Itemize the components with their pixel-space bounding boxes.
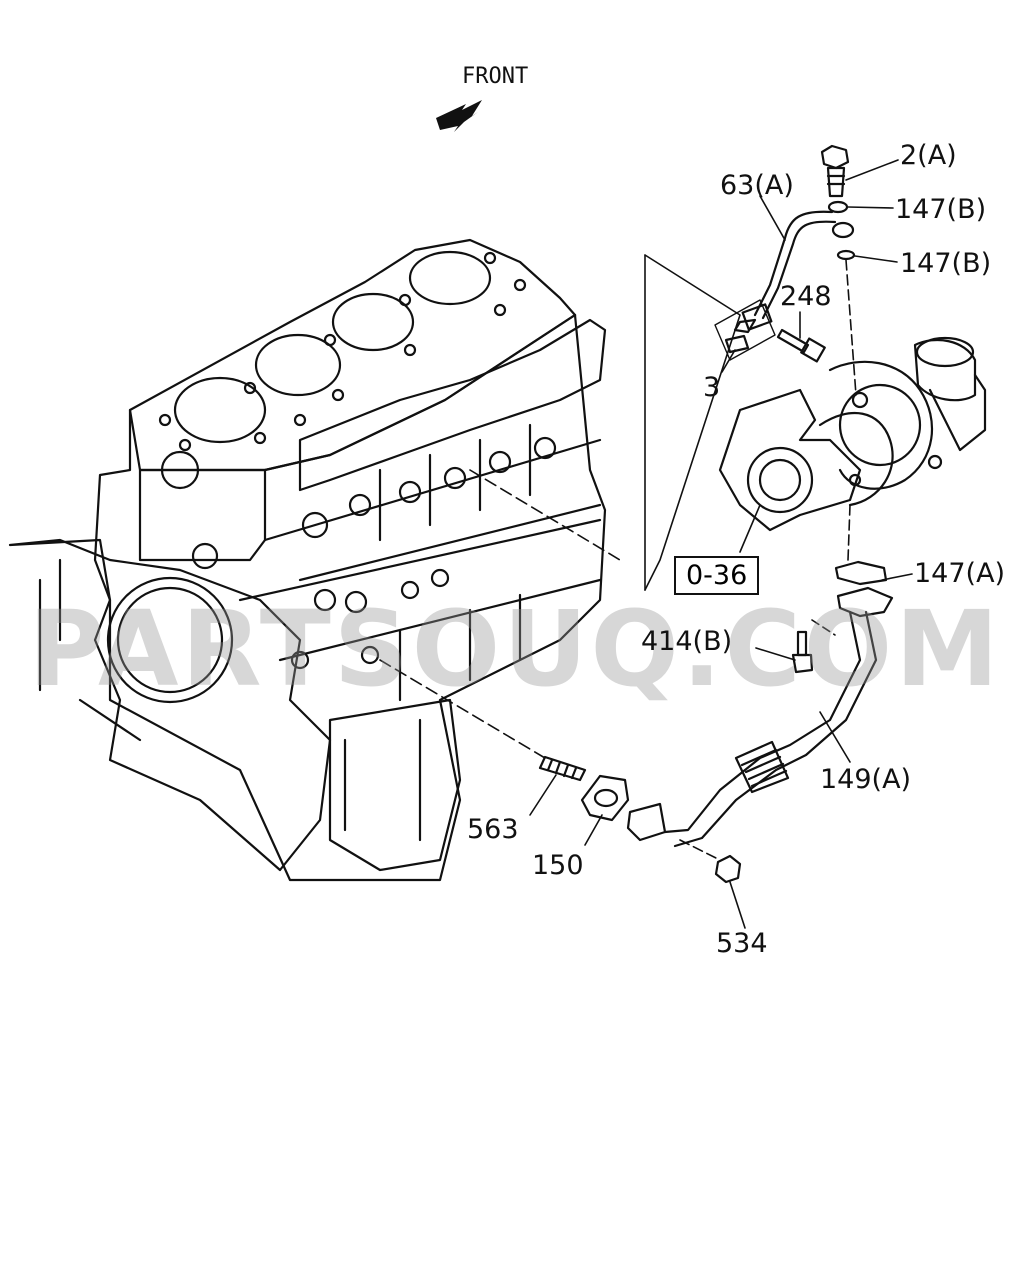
label-534: 534 <box>716 928 768 959</box>
reference-box: 0-36 <box>674 556 760 595</box>
label-149a: 149(A) <box>820 764 912 795</box>
gasket-150 <box>580 774 630 822</box>
washer-147b-upper <box>827 200 849 214</box>
banjo-bolt-2a <box>820 144 850 198</box>
nut-534 <box>714 854 742 884</box>
label-563: 563 <box>467 814 519 845</box>
label-147a: 147(A) <box>914 558 1006 589</box>
label-147b-upper: 147(B) <box>895 194 987 225</box>
oil-return-pipe <box>626 586 894 848</box>
gasket-147a <box>834 560 888 586</box>
bolt-248 <box>776 328 826 363</box>
label-63a: 63(A) <box>720 170 794 201</box>
turbocharger <box>718 336 987 532</box>
label-414b: 414(B) <box>641 626 733 657</box>
clip-3 <box>724 334 750 354</box>
oil-feed-pipe <box>733 210 837 334</box>
front-direction-label: FRONT <box>462 64 529 89</box>
label-150: 150 <box>532 850 584 881</box>
engine-block <box>8 238 607 882</box>
banjo-eye <box>831 221 855 239</box>
bolt-414b <box>791 630 814 674</box>
front-arrow-icon <box>436 100 482 132</box>
washer-147b-lower <box>836 249 856 261</box>
label-3: 3 <box>703 372 721 403</box>
reference-bracket-line <box>644 254 741 591</box>
label-248: 248 <box>780 281 832 312</box>
label-2a: 2(A) <box>900 140 957 171</box>
label-147b-lower: 147(B) <box>900 248 992 279</box>
stud-563 <box>538 755 587 782</box>
